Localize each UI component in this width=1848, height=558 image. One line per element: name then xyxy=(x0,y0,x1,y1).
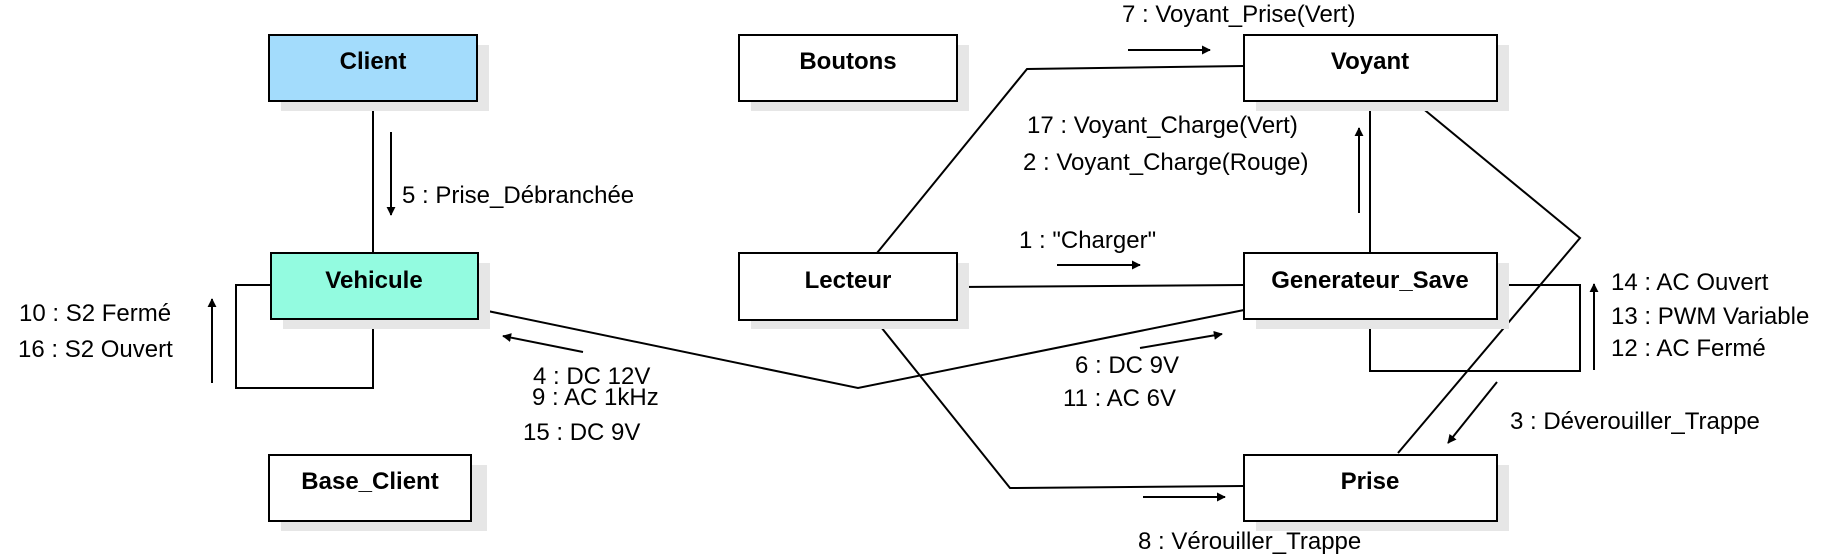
box xyxy=(268,454,472,522)
msg-8: 8 : Vérouiller_Trappe xyxy=(1138,528,1361,555)
object-label: Client xyxy=(340,48,407,75)
box xyxy=(1243,252,1498,320)
msg-9: 9 : AC 1kHz xyxy=(532,384,659,411)
box xyxy=(268,34,478,102)
msg-1: 1 : "Charger" xyxy=(1019,227,1156,254)
object-generateur-save[interactable]: Generateur_Save xyxy=(1243,252,1509,329)
object-lecteur[interactable]: Lecteur xyxy=(738,252,969,329)
links xyxy=(235,65,1582,490)
msg-16: 16 : S2 Ouvert xyxy=(18,336,173,363)
box xyxy=(738,34,958,102)
box xyxy=(1243,454,1498,522)
msg-6: 6 : DC 9V xyxy=(1075,352,1179,379)
link-generateur-self xyxy=(1369,284,1581,372)
box xyxy=(738,252,958,321)
msg-4: 4 : DC 12V xyxy=(533,363,650,390)
link-lecteur-prise xyxy=(876,321,1245,490)
msg-10: 10 : S2 Fermé xyxy=(19,300,171,327)
arrow-m3 xyxy=(1447,381,1498,444)
object-voyant[interactable]: Voyant xyxy=(1243,34,1509,111)
object-base-client[interactable]: Base_Client xyxy=(268,454,487,531)
msg-3: 3 : Déverouiller_Trappe xyxy=(1510,408,1760,435)
arrow-m6-m11 xyxy=(1139,330,1223,349)
msg-11: 11 : AC 6V xyxy=(1063,385,1176,412)
message-arrows xyxy=(207,45,1599,502)
object-boutons[interactable]: Boutons xyxy=(738,34,969,111)
link-vehicule-self xyxy=(235,284,374,389)
object-label: Generateur_Save xyxy=(1271,267,1468,294)
msg-12: 12 : AC Fermé xyxy=(1611,335,1766,362)
box xyxy=(270,252,479,320)
msg-2: 2 : Voyant_Charge(Rouge) xyxy=(1023,149,1309,176)
link-voyant-prise xyxy=(1397,101,1582,454)
object-label: Boutons xyxy=(799,48,896,75)
msg-13: 13 : PWM Variable xyxy=(1611,303,1809,330)
object-prise[interactable]: Prise xyxy=(1243,454,1509,531)
msg-5: 5 : Prise_Débranchée xyxy=(402,182,634,209)
msg-17: 17 : Voyant_Charge(Vert) xyxy=(1027,112,1298,139)
object-vehicule[interactable]: Vehicule xyxy=(270,252,490,329)
msg-14: 14 : AC Ouvert xyxy=(1611,269,1769,296)
object-label: Prise xyxy=(1341,468,1400,495)
object-label: Voyant xyxy=(1331,48,1409,75)
msg-7: 7 : Voyant_Prise(Vert) xyxy=(1122,1,1355,28)
message-labels: 7 : Voyant_Prise(Vert) 17 : Voyant_Charg… xyxy=(18,1,1809,555)
msg-15: 15 : DC 9V xyxy=(523,419,640,446)
object-label: Lecteur xyxy=(805,267,892,294)
object-label: Vehicule xyxy=(325,267,422,294)
object-label: Base_Client xyxy=(301,468,438,495)
link-lecteur-generateur xyxy=(956,284,1245,288)
box xyxy=(1243,34,1498,102)
object-client[interactable]: Client xyxy=(268,34,489,111)
link-vehicule-generateur xyxy=(477,308,1245,390)
arrow-m4-m9-m15 xyxy=(502,333,584,353)
link-lecteur-voyant xyxy=(876,65,1245,254)
